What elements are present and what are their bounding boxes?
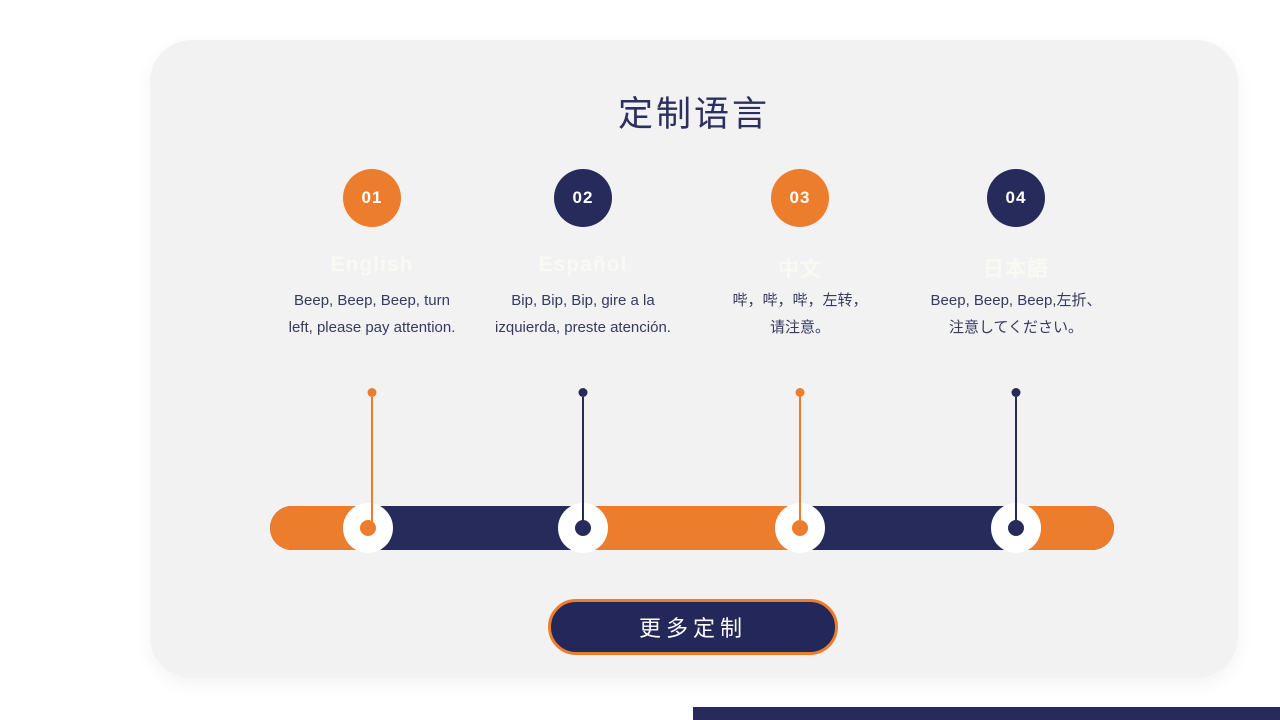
- description-line-2: izquierda, preste atención.: [495, 319, 671, 336]
- description-line-1: Beep, Beep, Beep, turn: [294, 292, 450, 309]
- stem-line: [799, 397, 801, 530]
- description-line-2: left, please pay attention.: [288, 319, 456, 336]
- step-description: Bip, Bip, Bip, gire a la izquierda, pres…: [471, 287, 695, 341]
- stem-line: [371, 397, 373, 530]
- step-number-label: 01: [361, 188, 383, 207]
- timeline-marker: [343, 503, 393, 553]
- step-number-badge: 02: [554, 169, 612, 227]
- bottom-accent-strip: [693, 707, 1280, 720]
- step-number-label: 03: [789, 188, 811, 207]
- timeline-bar: [270, 503, 1114, 553]
- timeline-stem: [367, 388, 377, 530]
- step-number-badge: 04: [987, 169, 1045, 227]
- language-label: English: [330, 253, 414, 276]
- timeline-stem: [1011, 388, 1021, 530]
- timeline-stem: [795, 388, 805, 530]
- stem-dot-icon: [367, 388, 377, 397]
- language-label: 日本語: [983, 258, 1049, 281]
- step-description: Beep, Beep, Beep, turn left, please pay …: [260, 287, 484, 341]
- stem-line: [1015, 397, 1017, 530]
- step-description: Beep, Beep, Beep,左折、 注意してください。: [904, 287, 1128, 341]
- stem-dot-icon: [578, 388, 588, 397]
- language-customization-card: 定制语言 01 English Beep, Beep, Beep, turn l…: [150, 40, 1238, 678]
- timeline-stem: [578, 388, 588, 530]
- stem-dot-icon: [1011, 388, 1021, 397]
- language-label: 中文: [778, 258, 822, 281]
- step-number-label: 04: [1005, 188, 1027, 207]
- step-number-label: 02: [572, 188, 594, 207]
- step-number-badge: 03: [771, 169, 829, 227]
- description-line-2: 请注意。: [769, 319, 830, 336]
- stem-line: [582, 397, 584, 530]
- description-line-1: Bip, Bip, Bip, gire a la: [511, 292, 655, 309]
- step-column-chinese: 03 中文 哔，哔，哔，左转， 请注意。: [688, 40, 912, 678]
- timeline-segment-orange: [568, 506, 816, 550]
- step-number-badge: 01: [343, 169, 401, 227]
- description-line-1: 哔，哔，哔，左转，: [732, 292, 868, 309]
- step-column-espanol: 02 Español Bip, Bip, Bip, gire a la izqu…: [471, 40, 695, 678]
- more-customization-button[interactable]: 更多定制: [548, 599, 838, 655]
- stem-dot-icon: [795, 388, 805, 397]
- description-line-1: Beep, Beep, Beep,左折、: [930, 292, 1102, 309]
- step-column-japanese: 04 日本語 Beep, Beep, Beep,左折、 注意してください。: [904, 40, 1128, 678]
- step-description: 哔，哔，哔，左转， 请注意。: [688, 287, 912, 341]
- page-title: 定制语言: [617, 95, 770, 134]
- language-label: Español: [538, 253, 628, 276]
- step-column-english: 01 English Beep, Beep, Beep, turn left, …: [260, 40, 484, 678]
- description-line-2: 注意してください。: [948, 319, 1084, 336]
